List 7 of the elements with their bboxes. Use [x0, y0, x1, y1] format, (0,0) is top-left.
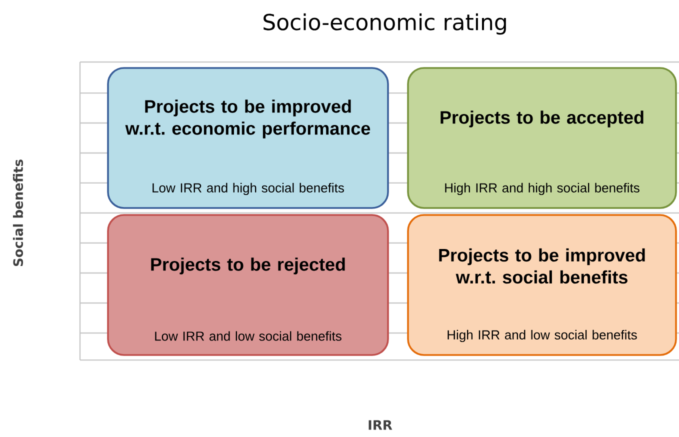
axis-label: Social benefits	[12, 160, 24, 266]
axis-label: IRR	[368, 420, 392, 430]
quadrant-box: Projects to be improved w.r.t. economic performance Low IRR and high social benefits	[107, 67, 389, 209]
quadrant-box: Projects to be improved w.r.t. social benefits High IRR and low social benefits	[407, 214, 677, 356]
quadrant-box: Projects to be accepted High IRR and high social benefits	[407, 67, 677, 209]
quadrant-box: Projects to be rejected Low IRR and low social benefits	[107, 214, 389, 356]
chart-title: Socio-economic rating	[264, 13, 506, 35]
